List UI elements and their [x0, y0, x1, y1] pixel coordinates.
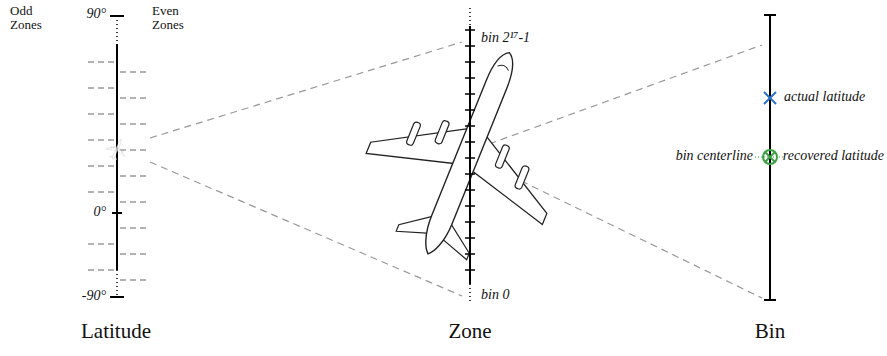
bin-label: bin 0	[481, 287, 509, 302]
zone-tick	[120, 98, 147, 99]
zone-tick	[88, 140, 114, 141]
angle-label: 90°	[86, 6, 106, 21]
marker-label: bin centerline	[676, 148, 753, 163]
bin-tick	[465, 93, 475, 95]
zone-tick	[120, 202, 147, 203]
bin-tick	[465, 125, 475, 127]
bin-tick	[465, 61, 475, 63]
zone-tick	[88, 244, 114, 245]
zone-tick	[88, 270, 114, 271]
bin-tick	[465, 173, 475, 175]
marker-label: actual latitude	[784, 89, 865, 104]
axis-title: Latitude	[81, 320, 151, 343]
bin-tick	[465, 109, 475, 111]
bin-tick	[465, 141, 475, 143]
zone-label: Odd Zones	[10, 4, 50, 33]
zone-tick	[120, 124, 147, 125]
zone-tick	[88, 192, 114, 193]
marker-label: recovered latitude	[783, 148, 884, 163]
zone-tick	[88, 166, 114, 167]
zone-tick	[88, 88, 114, 89]
bin-tick	[465, 237, 475, 239]
bin-tick	[465, 29, 475, 31]
zone-tick	[120, 176, 147, 177]
zone-label: Even Zones	[152, 4, 198, 33]
zone-tick	[88, 114, 114, 115]
angle-label: 0°	[93, 204, 106, 219]
bin-tick	[465, 221, 475, 223]
bin-tick	[465, 157, 475, 159]
bin-label: bin 2¹⁷-1	[481, 30, 530, 45]
zone-tick	[88, 62, 114, 63]
bin-tick	[465, 45, 475, 47]
bin-tick	[465, 253, 475, 255]
bin-tick	[465, 77, 475, 79]
bin-tick	[465, 269, 475, 271]
axis-title: Zone	[448, 320, 491, 343]
angle-label: -90°	[82, 288, 106, 303]
bin-tick	[465, 205, 475, 207]
zone-tick	[120, 72, 147, 73]
bin-tick	[465, 189, 475, 191]
zone-tick	[120, 228, 147, 229]
zone-tick	[120, 254, 147, 255]
zone-tick	[120, 280, 147, 281]
axis-title: Bin	[755, 320, 785, 343]
zone-tick	[120, 150, 147, 151]
